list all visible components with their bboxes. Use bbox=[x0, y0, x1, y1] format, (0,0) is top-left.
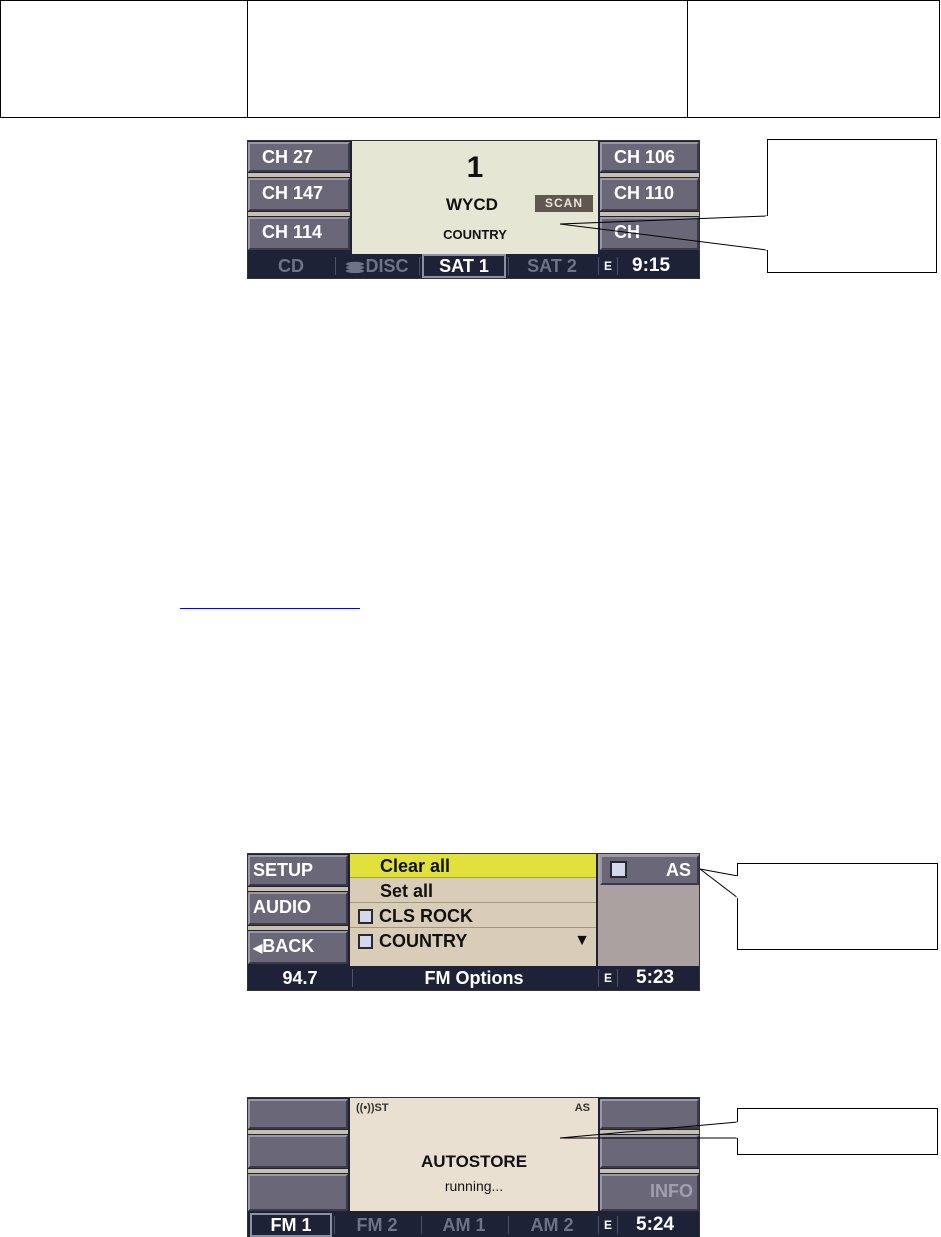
source-bar: CD DISC SAT 1 SAT 2 E 9:15 bbox=[248, 254, 699, 278]
setup-button[interactable]: SETUP bbox=[248, 855, 348, 886]
blank-button-left-1[interactable] bbox=[248, 1099, 348, 1129]
menu-item-clear-all[interactable]: Clear all bbox=[350, 854, 596, 878]
display-screen: ((•))ST AS AUTOSTORE running... bbox=[350, 1098, 598, 1211]
tab-am-1[interactable]: AM 1 bbox=[442, 1215, 486, 1235]
preset-button-right-3[interactable]: CH bbox=[600, 217, 699, 250]
hyperlink[interactable] bbox=[180, 608, 360, 609]
separator bbox=[600, 1169, 699, 1173]
menu-item-label: COUNTRY bbox=[379, 931, 468, 951]
screen-title: FM Options bbox=[424, 968, 524, 988]
preset-button-right-1[interactable]: CH 106 bbox=[600, 142, 699, 172]
separator bbox=[248, 173, 350, 177]
separator bbox=[248, 212, 350, 216]
display-screen: 1 WYCD SCAN COUNTRY bbox=[352, 141, 598, 254]
tab-am-2[interactable]: AM 2 bbox=[530, 1215, 574, 1235]
separator bbox=[248, 1130, 348, 1134]
e-indicator: E bbox=[598, 257, 618, 275]
disc-stack-icon bbox=[345, 255, 365, 274]
checkbox[interactable] bbox=[358, 909, 373, 924]
table-cell-2 bbox=[247, 1, 688, 117]
tab-fm-2[interactable]: FM 2 bbox=[356, 1215, 398, 1235]
back-arrow-icon: ◀ bbox=[253, 941, 263, 955]
divider bbox=[419, 257, 420, 275]
scan-badge: SCAN bbox=[535, 195, 593, 212]
tab-sat-1[interactable]: SAT 1 bbox=[422, 254, 506, 278]
station-name: WYCD bbox=[446, 195, 498, 214]
divider bbox=[335, 257, 336, 275]
menu-item-set-all[interactable]: Set all bbox=[350, 879, 596, 903]
top-table bbox=[0, 0, 940, 118]
tab-cd[interactable]: CD bbox=[278, 256, 304, 276]
options-list: Clear all Set all CLS ROCK COUNTRY ▼ bbox=[350, 854, 596, 966]
separator bbox=[600, 1130, 699, 1134]
audio-button[interactable]: AUDIO bbox=[248, 892, 348, 925]
autostore-toggle[interactable]: AS bbox=[600, 855, 699, 885]
menu-item-country[interactable]: COUNTRY ▼ bbox=[350, 929, 596, 953]
callout-box bbox=[737, 863, 938, 950]
genre-label: COUNTRY bbox=[443, 227, 507, 242]
separator bbox=[248, 1169, 348, 1173]
blank-button-left-2[interactable] bbox=[248, 1135, 348, 1168]
back-button[interactable]: ◀BACK bbox=[248, 931, 348, 964]
tab-disc-label: DISC bbox=[365, 256, 409, 276]
clock: 5:24 bbox=[636, 1214, 675, 1235]
callout-pointer bbox=[560, 215, 769, 251]
menu-item-cls-rock[interactable]: CLS ROCK bbox=[350, 904, 596, 928]
tab-fm-1[interactable]: FM 1 bbox=[250, 1213, 332, 1237]
e-indicator: E bbox=[598, 1216, 618, 1234]
preset-button-left-1[interactable]: CH 27 bbox=[248, 142, 350, 172]
clock: 9:15 bbox=[632, 255, 671, 276]
scroll-down-arrow-icon[interactable]: ▼ bbox=[574, 932, 590, 949]
autostore-label: AS bbox=[665, 860, 691, 880]
checkbox[interactable] bbox=[358, 934, 373, 949]
clock: 5:23 bbox=[636, 967, 675, 988]
tab-sat-2[interactable]: SAT 2 bbox=[527, 256, 577, 276]
blank-button-right-1[interactable] bbox=[600, 1099, 699, 1129]
stereo-label: ST bbox=[374, 1102, 389, 1114]
radio-panel-sat: CH 27 CH 147 CH 114 1 WYCD SCAN COUNTRY … bbox=[247, 140, 700, 279]
callout-pointer bbox=[699, 868, 740, 899]
autostore-indicator: AS bbox=[574, 1102, 590, 1114]
autostore-status: running... bbox=[444, 1178, 504, 1194]
broadcast-icon: ((•)) bbox=[356, 1102, 375, 1114]
blank-button-left-3[interactable] bbox=[248, 1174, 348, 1211]
preset-number: 1 bbox=[466, 151, 484, 184]
e-indicator: E bbox=[598, 969, 618, 987]
divider bbox=[352, 969, 353, 987]
preset-button-left-2[interactable]: CH 147 bbox=[248, 178, 350, 211]
stereo-indicator: ((•))ST bbox=[356, 1102, 389, 1114]
autostore-title: AUTOSTORE bbox=[420, 1152, 528, 1171]
divider bbox=[508, 257, 509, 275]
callout-pointer bbox=[560, 1121, 740, 1139]
separator bbox=[248, 926, 348, 930]
preset-button-right-2[interactable]: CH 110 bbox=[600, 178, 699, 211]
menu-item-label: CLS ROCK bbox=[379, 906, 473, 926]
source-bar: FM 1 FM 2 AM 1 AM 2 E 5:24 bbox=[248, 1213, 699, 1237]
frequency-label: 94.7 bbox=[282, 968, 318, 988]
status-bar: 94.7 FM Options E 5:23 bbox=[248, 966, 699, 990]
tab-disc[interactable]: DISC bbox=[336, 254, 418, 278]
callout-box bbox=[767, 139, 937, 273]
table-cell-1 bbox=[1, 1, 248, 117]
separator bbox=[600, 173, 699, 177]
radio-panel-fm-options: SETUP AUDIO ◀BACK Clear all Set all CLS … bbox=[247, 853, 700, 991]
back-button-label: BACK bbox=[262, 936, 315, 956]
separator bbox=[248, 887, 348, 891]
info-button[interactable]: INFO bbox=[600, 1174, 699, 1211]
autostore-checkbox[interactable] bbox=[610, 861, 627, 878]
separator bbox=[600, 212, 699, 216]
preset-button-left-3[interactable]: CH 114 bbox=[248, 217, 350, 250]
blank-button-right-2[interactable] bbox=[600, 1135, 699, 1168]
callout-box bbox=[737, 1108, 938, 1155]
